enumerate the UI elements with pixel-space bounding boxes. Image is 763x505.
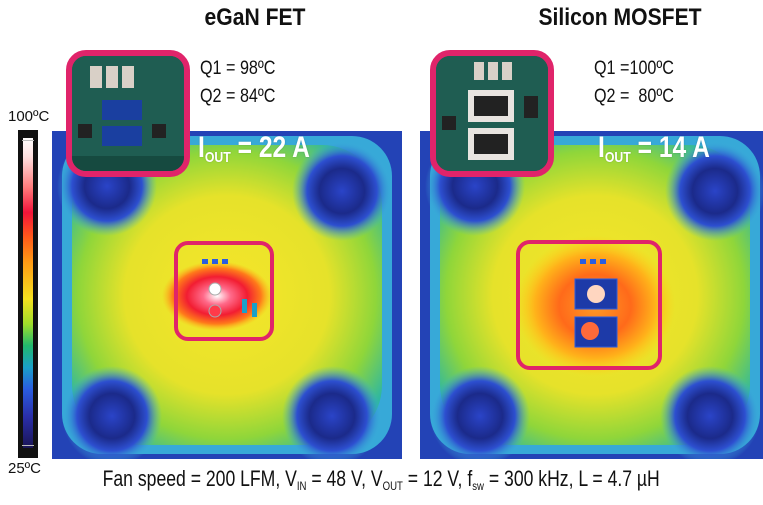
scale-min-label: 25ºC [8, 460, 41, 477]
caption-text: = 12 V, f [403, 466, 473, 491]
caption-subscript: sw [472, 479, 485, 493]
mosfet-thermal-image [420, 131, 763, 459]
iout-symbol: I [598, 131, 605, 164]
caption-subscript: OUT [382, 479, 404, 493]
iout-subscript: OUT [604, 149, 631, 166]
caption-text: = 300 kHz, L = 4.7 µH [484, 466, 661, 491]
caption-subscript: IN [297, 479, 307, 493]
colorbar-tick [22, 445, 34, 446]
iout-symbol: I [198, 131, 205, 164]
iout-subscript: OUT [204, 149, 231, 166]
mosfet-hotspot-highlight [516, 240, 662, 370]
iout-value: = 22 A [230, 131, 310, 164]
egan-fet-title: eGaN FET [204, 4, 306, 31]
silicon-mosfet-title: Silicon MOSFET [538, 4, 702, 31]
caption-text: = 48 V, V [306, 466, 383, 491]
egan-output-current: IOUT = 22 A [198, 131, 310, 166]
mosfet-output-current: IOUT = 14 A [598, 131, 710, 166]
colorbar-tick [22, 140, 34, 141]
mosfet-q2-temperature: Q2 = 80ºC [594, 86, 674, 107]
egan-board-photo [66, 50, 190, 177]
egan-q1-temperature: Q1 = 98ºC [200, 58, 276, 79]
egan-hotspot-highlight [174, 241, 274, 341]
iout-value: = 14 A [630, 131, 710, 164]
egan-q2-temperature: Q2 = 84ºC [200, 86, 276, 107]
mosfet-q1-temperature: Q1 =100ºC [594, 58, 674, 79]
test-conditions-caption: Fan speed = 200 LFM, VIN = 48 V, VOUT = … [0, 466, 763, 493]
caption-text: Fan speed = 200 LFM, V [102, 466, 298, 491]
mosfet-board-photo [430, 50, 554, 177]
colorbar-gradient [23, 138, 33, 448]
egan-thermal-image [52, 131, 402, 459]
temperature-colorbar [18, 130, 38, 458]
scale-max-label: 100ºC [8, 108, 50, 125]
